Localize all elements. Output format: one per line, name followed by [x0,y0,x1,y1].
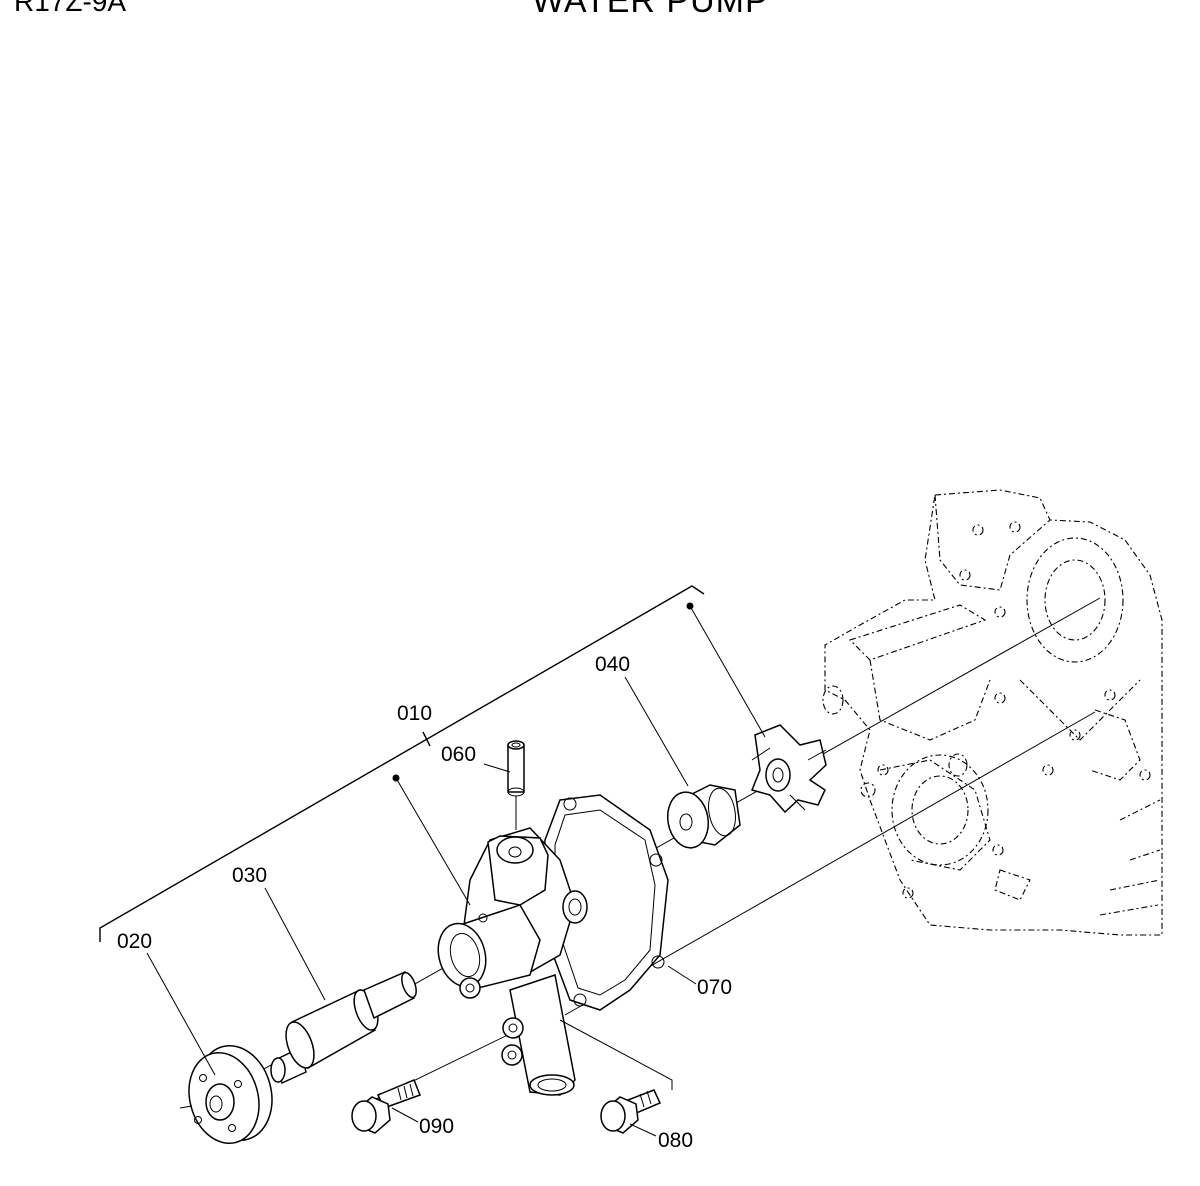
model-code: R17Z-9A [14,0,127,17]
part-label-080: 080 [658,1129,693,1152]
part-020-pulley-flange [179,1044,273,1145]
water-pump-impeller [750,724,827,814]
water-pump-body [437,794,669,1096]
part-080-bolt [559,1019,673,1134]
part-label-040: 040 [595,653,630,676]
leader-dot [686,602,694,610]
engine-block [822,489,1163,936]
part-label-030: 030 [232,864,267,887]
part-label-060: 060 [441,743,476,766]
diagram-title: WATER PUMP [532,0,769,20]
part-label-010: 010 [397,702,432,725]
leader-lines [146,602,766,1137]
part-label-070: 070 [697,976,732,999]
assembly-bracket-010 [99,585,705,942]
part-060-pipe [507,740,525,830]
part-040-seal [666,784,741,849]
part-label-090: 090 [419,1115,454,1138]
part-030-shaft-bearing [270,970,417,1085]
leader-dot [392,774,400,782]
part-090-bolt [351,1079,421,1134]
part-label-020: 020 [117,930,152,953]
